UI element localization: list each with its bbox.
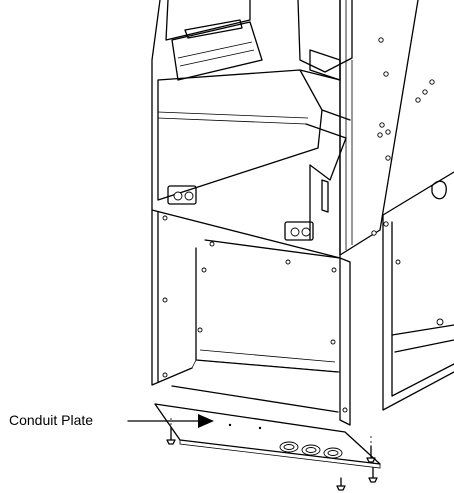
- side-panel-holes: [371, 37, 435, 236]
- conduit-plate-label: Conduit Plate: [9, 412, 94, 428]
- screw-icon: [166, 427, 176, 445]
- screw-icon: [368, 467, 378, 483]
- side-extension-box: [382, 171, 454, 411]
- mounting-screws: [166, 418, 378, 491]
- upper-chassis: [151, 0, 419, 259]
- middle-cover: [157, 69, 351, 241]
- conduit-plate: [154, 403, 381, 469]
- lower-enclosure: [151, 209, 351, 426]
- terminal-block-right: [284, 221, 314, 241]
- terminal-block-left: [167, 185, 197, 205]
- screw-icon: [336, 477, 346, 491]
- screw-icon: [366, 445, 376, 463]
- lower-panel-holes: [162, 215, 348, 413]
- conduit-plate-callout-arrow: [127, 414, 214, 428]
